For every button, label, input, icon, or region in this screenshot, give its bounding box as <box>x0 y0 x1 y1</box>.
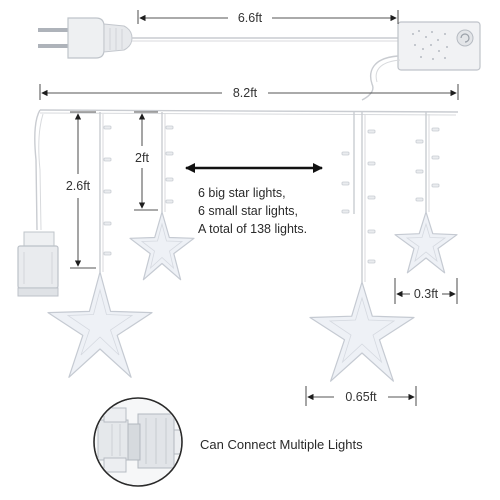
small-star-width-label: 0.3ft <box>414 287 439 301</box>
big-star-width-label: 0.65ft <box>345 390 377 404</box>
dim-8-2ft <box>39 84 459 100</box>
desc-line-3: A total of 138 lights. <box>198 222 307 236</box>
small-star-right <box>394 211 458 274</box>
dim-0-65ft <box>305 386 417 406</box>
main-wire-length-label: 8.2ft <box>233 86 258 100</box>
controller-box <box>397 21 481 71</box>
big-star-right <box>309 281 415 382</box>
big-star-left <box>47 271 153 378</box>
main-wire <box>39 109 459 113</box>
input-cable-length-label: 6.6ft <box>238 11 263 25</box>
small-star-left <box>129 211 195 281</box>
short-drop-length-label: 2ft <box>135 151 149 165</box>
desc-line-2: 6 small star lights, <box>198 204 298 218</box>
end-connector <box>17 231 59 297</box>
long-drop-length-label: 2.6ft <box>66 179 91 193</box>
dim-2-6ft <box>70 111 96 269</box>
desc-line-1: 6 big star lights, <box>198 186 286 200</box>
connector-closeup <box>93 397 183 487</box>
dim-6-6ft <box>137 10 399 24</box>
dim-2ft <box>134 111 158 211</box>
power-plug <box>38 17 133 59</box>
light-drops <box>99 112 440 282</box>
connector-caption: Can Connect Multiple Lights <box>200 437 363 452</box>
dim-0-3ft <box>394 278 458 304</box>
